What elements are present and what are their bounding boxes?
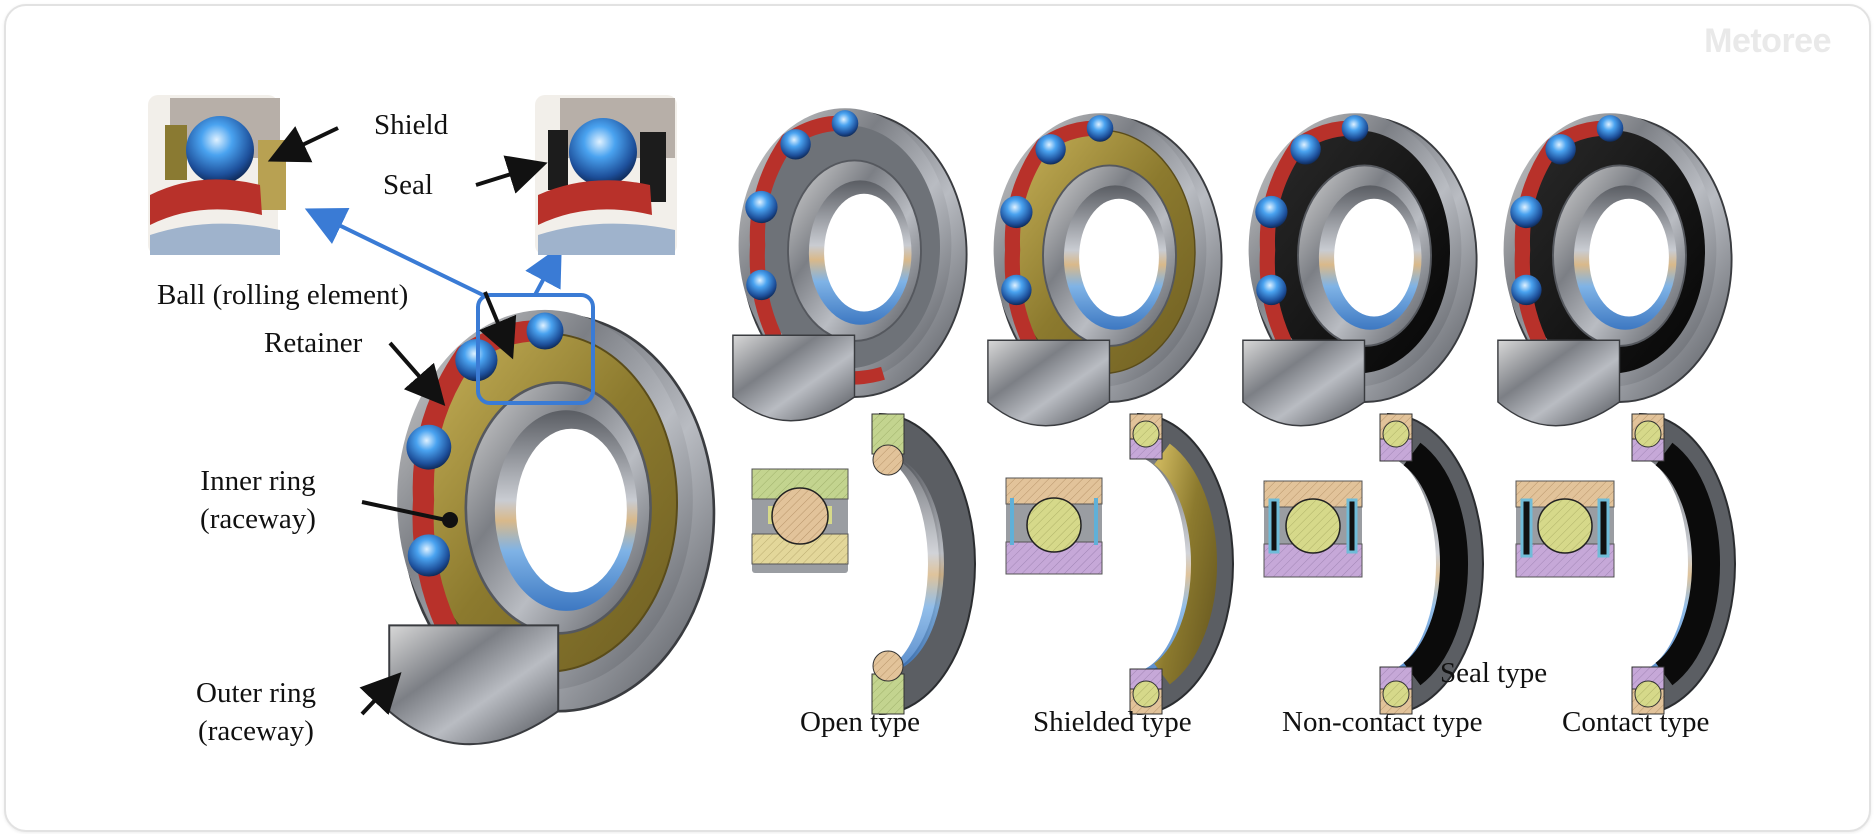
shielded-type-cross-section <box>1005 413 1234 715</box>
non-contact-type-cross-section <box>1263 413 1484 715</box>
outer-ring-pointer <box>359 672 402 716</box>
label-open-type: Open type <box>800 706 920 738</box>
seal-pointer <box>475 155 548 194</box>
label-outer-ring-line1: Outer ring <box>196 677 316 709</box>
label-outer-ring-line2: (raceway) <box>198 715 314 747</box>
non-contact-type-bearing <box>1242 113 1478 427</box>
open-type-bearing <box>732 108 968 422</box>
label-retainer: Retainer <box>264 327 363 359</box>
open-type-cross-section <box>751 413 976 715</box>
label-inner-ring-line1: Inner ring <box>200 465 316 497</box>
label-seal-type-group: Seal type <box>1440 657 1548 689</box>
callout-arrow-shield <box>304 207 486 298</box>
label-ball: Ball (rolling element) <box>157 279 409 311</box>
contact-type-cross-section <box>1515 413 1736 715</box>
shield-detail-image <box>148 95 286 255</box>
label-inner-ring: Inner ring (raceway) <box>188 462 328 538</box>
main-bearing <box>388 310 716 746</box>
label-shielded-type: Shielded type <box>1033 706 1192 738</box>
label-shield: Shield <box>374 109 449 141</box>
label-non-contact-type: Non-contact type <box>1282 706 1483 738</box>
inner-ring-pointer <box>361 500 447 522</box>
metoree-watermark: Metoree <box>1704 22 1831 60</box>
label-seal: Seal <box>383 169 433 201</box>
seal-detail-image <box>535 95 677 255</box>
contact-type-bearing <box>1497 113 1733 427</box>
label-inner-ring-line2: (raceway) <box>200 503 316 535</box>
shielded-type-bearing <box>987 113 1223 427</box>
callout-arrow-seal <box>525 244 562 296</box>
shield-pointer <box>267 126 339 163</box>
label-outer-ring: Outer ring (raceway) <box>186 674 326 750</box>
retainer-pointer <box>388 341 446 407</box>
label-contact-type: Contact type <box>1562 706 1710 738</box>
ball-pointer <box>479 291 517 360</box>
